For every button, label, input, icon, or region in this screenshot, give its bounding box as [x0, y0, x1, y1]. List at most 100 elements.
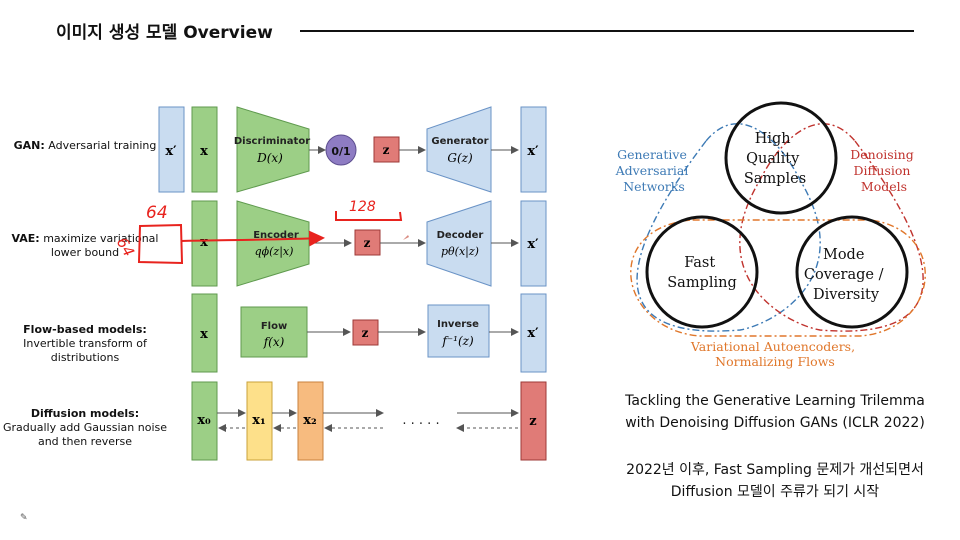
annotation-128: 128 [349, 199, 376, 215]
vae-label: VAE: maximize variational lower bound [0, 232, 170, 260]
encoder-title: Encoder [253, 230, 299, 241]
pen-tool-icon[interactable]: ✎ [20, 513, 28, 523]
gan-output-block [520, 106, 547, 193]
annotation-input-square [137, 223, 184, 265]
vae-label-desc: maximize variational lower bound [43, 232, 159, 259]
flow-label-title: Flow-based models: [23, 323, 147, 336]
mode-line-3: Diversity [813, 287, 880, 303]
flow-label-desc: Invertible transform of distributions [23, 337, 147, 364]
flow-row: x Flow f(x) z Inverse f⁻¹(z) x′ [191, 293, 547, 373]
quality-circle [724, 101, 838, 215]
generator-function: G(z) [447, 151, 473, 165]
quality-line-2: Quality [746, 151, 800, 167]
encoder-block [236, 200, 310, 287]
encoder-function: qϕ(z|x) [255, 245, 294, 259]
decoder-function: pθ(x|z) [441, 245, 479, 259]
diffusion-label-desc: Gradually add Gaussian noise and then re… [2, 421, 168, 448]
diffusion-z-block [520, 381, 547, 461]
vae-trilemma-line-2: Normalizing Flows [715, 354, 835, 369]
flow-label: Flow-based models: Invertible transform … [0, 323, 170, 365]
gan-latent-label: z [383, 143, 390, 157]
decoder-block [426, 200, 492, 287]
diffusion-row: x₀ x₁ x₂ · · · · · z [191, 381, 547, 461]
fast-sampling-circle [645, 215, 759, 329]
diffusion-x1-block [246, 381, 273, 461]
discriminator-title: Discriminator [234, 136, 310, 147]
mode-line-2: Coverage / [804, 267, 884, 283]
annotation-64-side: 64 [113, 234, 138, 260]
gan-trilemma-line-1: Generative [617, 147, 687, 162]
inverse-block [427, 304, 490, 358]
diffusion-x1-label: x₁ [252, 413, 265, 428]
diffusion-z-label: z [529, 414, 536, 429]
gan-tradeoff-loop [636, 123, 821, 332]
annotation-128-bracket [335, 211, 403, 221]
diffusion-ellipsis: · · · · · [402, 417, 439, 432]
title-divider [300, 30, 914, 32]
vae-output-x-label: x′ [527, 237, 539, 252]
gan-label-desc: Adversarial training [48, 139, 157, 152]
flow-output-x-label: x′ [527, 326, 539, 341]
gan-output-label: 0/1 [331, 145, 350, 158]
fast-line-1: Fast [684, 255, 715, 271]
flow-latent-block [352, 319, 379, 346]
korean-note: 2022년 이후, Fast Sampling 문제가 개선되면서 Diffus… [590, 459, 960, 503]
vae-trilemma-line-1: Variational Autoencoders, [690, 339, 855, 354]
gan-real-input-block [158, 106, 185, 193]
flow-title: Flow [261, 321, 287, 332]
vae-label-title: VAE: [11, 232, 40, 245]
diffusion-tradeoff-loop [739, 123, 924, 332]
gan-trilemma-line-2: Adversarial [615, 163, 689, 178]
vae-latent-label: z [364, 236, 371, 250]
inverse-function: f⁻¹(z) [441, 334, 474, 348]
diffusion-trilemma-line-2: Diffusion [854, 163, 911, 178]
inverse-title: Inverse [437, 319, 479, 330]
vae-output-block [520, 200, 547, 287]
diffusion-label-title: Diffusion models: [30, 407, 140, 420]
diffusion-trilemma-line-1: Denoising [850, 147, 913, 162]
slide-title: 이미지 생성 모델 Overview [56, 23, 273, 43]
diversity-circle [795, 215, 909, 329]
diversity-text: Mode Coverage / Diversity [804, 247, 888, 303]
handwritten-annotations: 64 64 128 [113, 199, 409, 265]
mode-line-1: Mode [823, 247, 864, 263]
diffusion-trilemma-line-3: Models [861, 179, 907, 194]
fast-sampling-text: Fast Sampling [667, 255, 737, 291]
generator-block [426, 106, 492, 193]
quality-line-1: High [755, 131, 791, 147]
diffusion-x0-label: x₀ [197, 413, 211, 428]
annotation-red-arrow [180, 230, 325, 247]
quality-text: High Quality Samples [744, 131, 806, 187]
fast-line-2: Sampling [667, 275, 737, 291]
flow-latent-label: z [362, 326, 369, 340]
gan-trilemma-label: Generative Adversarial Networks [615, 147, 693, 194]
trilemma-diagram: High Quality Samples Fast Sampling Mode … [615, 101, 926, 369]
gan-input-block [191, 106, 218, 193]
flow-function: f(x) [263, 335, 285, 349]
vae-row: x Encoder qϕ(z|x) z Decoder pθ(x|z) x′ [191, 200, 547, 287]
vae-latent-block [354, 229, 381, 256]
vae-input-label: x [200, 235, 208, 250]
gan-output-x-label: x′ [527, 144, 539, 159]
paper-caption-line-1: Tackling the Generative Learning Trilemm… [625, 393, 925, 409]
gan-latent-block [373, 136, 400, 163]
gan-label-title: GAN: [13, 139, 45, 152]
paper-caption: Tackling the Generative Learning Trilemm… [590, 390, 960, 434]
flow-output-block [520, 293, 547, 373]
gan-trilemma-line-3: Networks [623, 179, 685, 194]
korean-note-line-2: Diffusion 모델이 주류가 되기 시작 [670, 484, 880, 500]
gan-row: x′ x Discriminator D(x) 0/1 z Generator … [158, 106, 547, 193]
annotation-64-top: 64 [146, 203, 168, 223]
flow-input-block [191, 293, 218, 373]
discriminator-block [236, 106, 310, 193]
pen-cursor-icon [403, 235, 409, 240]
diffusion-x2-label: x₂ [303, 413, 316, 428]
flow-block [240, 306, 308, 358]
korean-note-line-1: 2022년 이후, Fast Sampling 문제가 개선되면서 [626, 462, 924, 478]
diffusion-x2-block [297, 381, 324, 461]
decoder-title: Decoder [437, 230, 484, 241]
vae-input-block [191, 200, 218, 287]
vae-flows-tradeoff-loop [630, 219, 926, 337]
gan-real-input-label: x′ [165, 144, 177, 159]
